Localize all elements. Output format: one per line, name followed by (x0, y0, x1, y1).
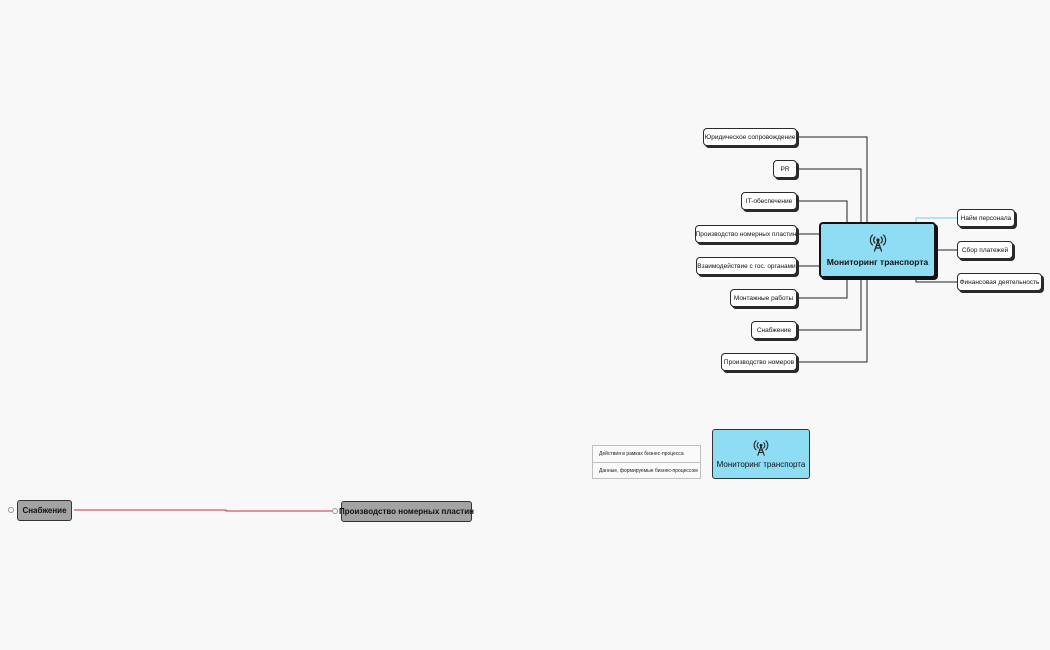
link-install (797, 278, 848, 299)
connection-source-supply[interactable]: Снабжение (17, 500, 72, 521)
link-finance (915, 278, 957, 283)
link-numbers (797, 278, 868, 363)
branch-hiring[interactable]: Найм персонала (957, 209, 1015, 227)
root-title: Мониторинг транспорта (826, 257, 929, 267)
plates-node-handle[interactable] (332, 508, 338, 514)
link-pr (797, 168, 862, 222)
legend-root-node[interactable]: Мониторинг транспорта (712, 429, 810, 479)
supply-node-handle[interactable] (8, 507, 14, 513)
branch-installation[interactable]: Монтажные работы (730, 289, 797, 307)
supply-to-plates-connection (74, 509, 338, 512)
legend-row-actions: Действия в рамках бизнес-процесса (599, 451, 684, 457)
legend-row-data: Данные, формируемые бизнес-процессом (593, 462, 700, 478)
link-it (797, 200, 848, 222)
branch-payment-collection[interactable]: Сбор платежей (957, 241, 1013, 259)
legend-root-title: Мониторинг транспорта (716, 460, 806, 469)
branch-gov-interaction[interactable]: Взаимодействие с гос. органами (696, 257, 797, 275)
radio-tower-icon (753, 440, 769, 456)
radio-tower-icon (869, 234, 886, 252)
connection-target-plates[interactable]: Производство номерных пластин (339, 501, 474, 522)
link-supply (797, 278, 862, 331)
branch-legal-support[interactable]: Юридическое сопровождение (703, 128, 797, 146)
legend-table: Действия в рамках бизнес-процесса Данные… (592, 445, 701, 479)
branch-pr[interactable]: PR (773, 160, 797, 178)
branch-it-support[interactable]: IT-обеспечение (741, 192, 797, 210)
link-legal (797, 136, 868, 222)
branch-financial-activity[interactable]: Финансовая деятельность (957, 273, 1042, 291)
branch-plate-production[interactable]: Производство номерных пластин (695, 225, 797, 243)
branch-supply[interactable]: Снабжение (751, 321, 797, 339)
branch-number-production[interactable]: Производство номеров (721, 353, 797, 371)
root-node[interactable]: Мониторинг транспорта (819, 222, 936, 278)
